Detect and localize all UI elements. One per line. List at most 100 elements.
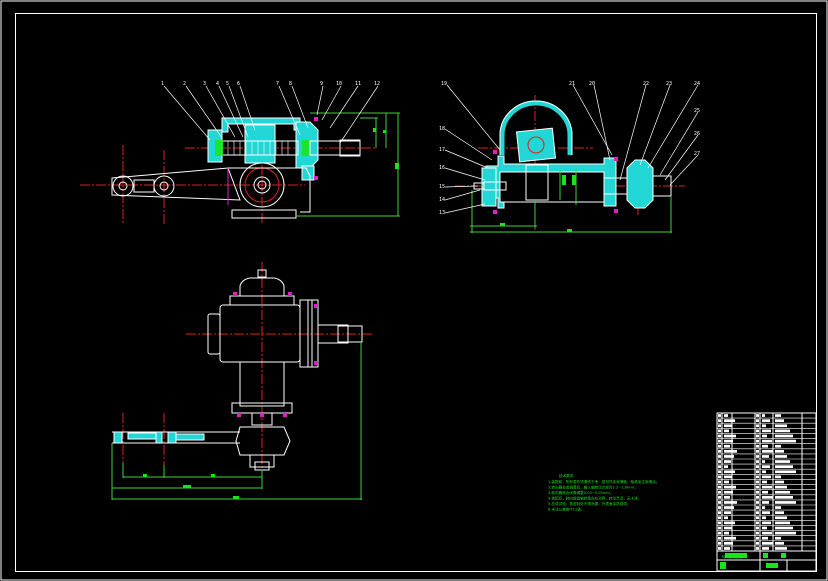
parts-list-cell-text — [775, 490, 790, 494]
parts-list-cell-text — [724, 547, 730, 550]
parts-list-cell-text — [775, 444, 781, 448]
parts-list-cell-text — [775, 470, 796, 474]
part-label: 21 — [569, 81, 575, 87]
parts-list-cell-text — [724, 521, 735, 525]
parts-list-cell-text — [724, 424, 732, 428]
note-line: 1.装配前，所有零件须清洗干净，密封件涂润滑脂，轴承加注润滑油； — [548, 479, 659, 484]
parts-list-cell-text — [756, 455, 759, 458]
parts-list-cell-text — [775, 480, 784, 484]
parts-list-cell-text — [724, 506, 734, 509]
parts-list-cell-text — [724, 511, 731, 515]
parts-list-cell-text — [724, 444, 730, 448]
parts-list-cell-text — [718, 424, 721, 428]
parts-list-cell-text — [762, 465, 770, 469]
parts-list-cell-text — [718, 414, 721, 417]
parts-list-cell-text — [762, 439, 772, 443]
parts-list-cell-text — [718, 501, 721, 504]
parts-list-cell-text — [724, 449, 737, 453]
parts-list-cell-text — [724, 460, 731, 463]
title-block: 转向器装配图 — [716, 412, 817, 572]
note-line: 5.总成试验：各密封处不得渗漏，外表面涂防锈漆； — [548, 501, 631, 506]
part-label: 4 — [216, 81, 219, 87]
parts-list-cell-text — [756, 516, 759, 520]
inner-border — [15, 13, 817, 572]
part-label: 6 — [237, 81, 240, 87]
parts-list-cell-text — [775, 536, 781, 540]
parts-list-cell-text — [718, 485, 721, 489]
parts-list-cell-text — [756, 485, 759, 489]
parts-list-cell-text — [724, 414, 728, 417]
parts-list-cell-text — [718, 516, 721, 520]
parts-list-cell-text — [756, 444, 759, 448]
parts-list-cell-text — [762, 455, 769, 458]
parts-list-cell-text — [756, 547, 759, 550]
parts-list-cell-text — [756, 465, 759, 469]
parts-list-cell-text — [775, 475, 781, 479]
parts-list-cell-text — [756, 414, 759, 417]
parts-list-cell-text — [724, 541, 733, 545]
technical-notes: 技术要求 1.装配前，所有零件须清洗干净，密封件涂润滑脂，轴承加注润滑油； 2.… — [548, 473, 659, 512]
part-label: 7 — [276, 81, 279, 87]
part-label: 14 — [439, 197, 445, 203]
part-label: 15 — [439, 184, 445, 190]
parts-list-cell-text — [756, 419, 759, 423]
part-label: 24 — [694, 81, 700, 87]
parts-list-cell-text — [762, 444, 768, 448]
parts-list-cell-text — [775, 419, 784, 423]
parts-list-cell-text — [724, 495, 730, 499]
parts-list-cell-text — [762, 449, 773, 453]
title-block-drawing-name: 转向器装配图 — [722, 554, 743, 559]
parts-list-cell-text — [775, 429, 790, 433]
part-label: 3 — [203, 81, 206, 87]
parts-list-cell-text — [775, 460, 790, 463]
parts-list-cell-text — [724, 465, 728, 469]
parts-list-cell-text — [762, 490, 768, 494]
parts-list-cell-text — [775, 506, 781, 509]
parts-list-cell-text — [762, 521, 771, 525]
parts-list-cell-text — [762, 501, 769, 504]
note-line: 3.转向器啮合间隙调整0.03~0.05mm； — [548, 490, 613, 495]
parts-list-cell-text — [775, 547, 787, 550]
part-label: 25 — [694, 108, 700, 114]
parts-list-cell-text — [724, 485, 736, 489]
parts-list-cell-text — [718, 490, 721, 494]
parts-list-cell-text — [718, 444, 721, 448]
parts-list-cell-text — [724, 455, 734, 458]
parts-list-cell-text — [718, 475, 721, 479]
parts-list-cell-text — [756, 511, 759, 515]
part-label: 27 — [694, 151, 700, 157]
parts-list-cell-text — [756, 470, 759, 474]
parts-list-cell-text — [762, 424, 766, 428]
note-line: 4.装配后，转向摇臂轴转角左右对称，转动灵活，无卡滞； — [548, 496, 641, 501]
part-label: 20 — [589, 81, 595, 87]
part-label: 23 — [666, 81, 672, 87]
parts-list-cell-text — [762, 547, 769, 550]
parts-list-cell-text — [775, 516, 787, 520]
parts-list-cell-text — [775, 465, 793, 469]
note-line: 6.未注公差按IT12级。 — [548, 507, 584, 512]
parts-list-cell-text — [775, 495, 793, 499]
parts-list-cell-text — [775, 449, 784, 453]
parts-list-cell-text — [762, 429, 771, 433]
parts-list-cell-text — [756, 460, 759, 463]
part-label: 10 — [336, 81, 342, 87]
part-label: 18 — [439, 126, 445, 132]
parts-list-cell-text — [718, 526, 721, 530]
parts-list-cell-text — [762, 460, 765, 463]
parts-list-cell-text — [724, 531, 729, 535]
parts-list-cell-text — [724, 419, 735, 423]
parts-list-cell-text — [718, 455, 721, 458]
parts-list-cell-text — [718, 521, 721, 525]
parts-list-cell-text — [718, 536, 721, 540]
parts-list-cell-text — [762, 526, 767, 530]
part-label: 5 — [226, 81, 229, 87]
parts-list-cell-text — [756, 501, 759, 504]
parts-list-cell-text — [762, 531, 772, 535]
parts-list-cell-text — [762, 480, 767, 484]
parts-list-cell-text — [718, 480, 721, 484]
parts-list-cell-text — [718, 541, 721, 545]
parts-list-cell-text — [724, 429, 729, 433]
part-label: 13 — [439, 210, 445, 216]
